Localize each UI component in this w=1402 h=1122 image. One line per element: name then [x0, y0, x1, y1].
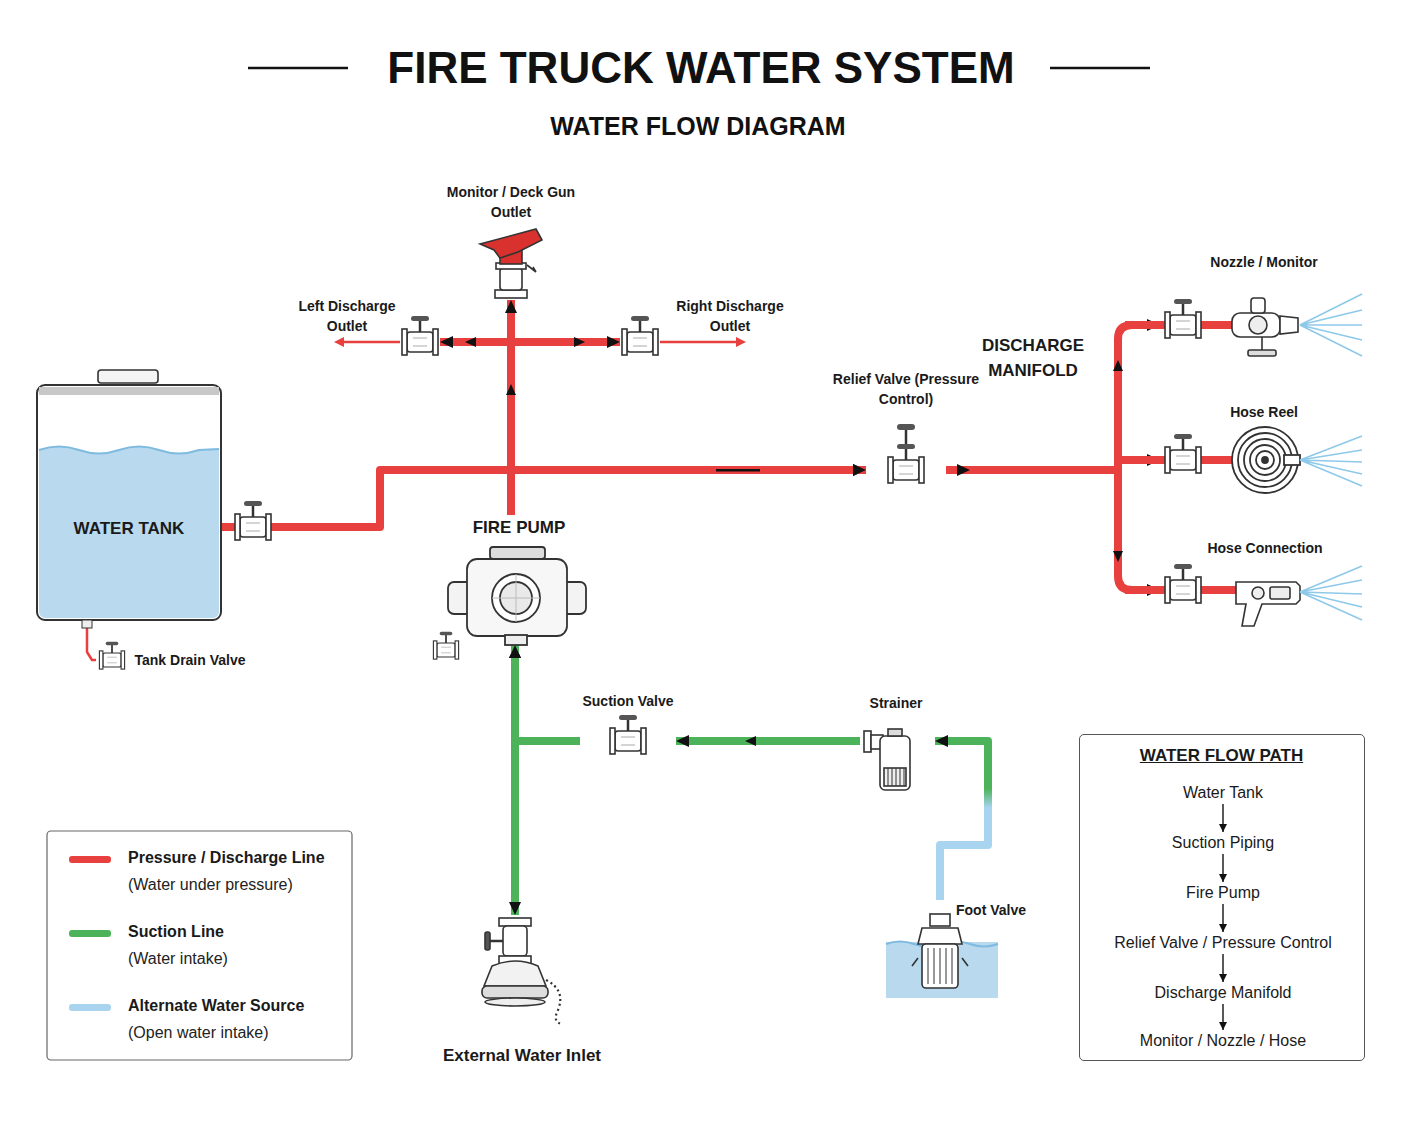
strainer-body	[864, 729, 910, 790]
flow-arrow	[1222, 1004, 1224, 1030]
pipe	[511, 645, 519, 915]
flow-arrow	[1222, 904, 1224, 932]
outlet-arrow	[334, 337, 746, 347]
page-title: FIRE TRUCK WATER SYSTEM	[0, 40, 1402, 96]
node-label: Monitor / Nozzle / Hose	[1140, 1030, 1306, 1052]
device-node: Hose Connection	[1160, 537, 1365, 632]
device-node: Nozzle / Monitor	[1160, 250, 1365, 365]
device-node: Hose Reel	[1160, 401, 1365, 496]
pipe	[935, 741, 988, 900]
pipe	[970, 325, 1240, 590]
node-label: Strainer	[870, 693, 923, 713]
foot-valve	[886, 914, 998, 998]
subtitle: WATER FLOW DIAGRAM	[550, 110, 845, 143]
inlet-node: External Water Inlet	[430, 915, 615, 1070]
legend-note: (Open water intake)	[128, 1023, 269, 1044]
pipe	[440, 342, 511, 515]
legend-frame	[47, 831, 352, 1060]
hose-reel	[1232, 427, 1300, 493]
legend-text: Suction Line	[128, 922, 224, 943]
strainer-node: Strainer	[860, 693, 935, 793]
spray	[1300, 294, 1362, 620]
flow-arrow	[465, 337, 1123, 746]
legend-swatch	[69, 1004, 111, 1011]
legend-note: (Water intake)	[128, 949, 228, 970]
node-label: Water Tank	[1183, 782, 1263, 804]
node-label: Relief Valve / Pressure Control	[1114, 932, 1332, 954]
node-label: Monitor / Deck Gun Outlet	[436, 182, 586, 223]
legend-text: Alternate Water Source	[128, 996, 304, 1017]
foot-valve-node: Foot Valve	[910, 900, 1040, 1000]
flow-step: Water Tank	[1088, 782, 1358, 804]
outlet-node: Monitor / Deck Gun Outlet	[436, 182, 586, 300]
pipe	[676, 737, 860, 745]
outlet-node: Right Discharge Outlet	[620, 296, 790, 362]
flow-step: Suction Piping	[1088, 832, 1358, 854]
deck-gun	[480, 229, 542, 298]
manifold-node: DISCHARGE MANIFOLD	[970, 318, 1125, 595]
node-label: Discharge Manifold	[1155, 982, 1292, 1004]
nozzle	[1232, 298, 1298, 356]
water-tank	[37, 370, 271, 628]
node-label: FIRE PUMP	[473, 516, 566, 541]
outlet-node: Left Discharge Outlet	[290, 296, 440, 362]
node-label: WATER FLOW PATH	[1140, 744, 1303, 769]
flow-arrow	[1222, 854, 1224, 882]
valve-node: Suction Valve	[580, 691, 676, 761]
node-label: External Water Inlet	[443, 1044, 601, 1069]
flow-step: Monitor / Nozzle / Hose	[1088, 1030, 1358, 1052]
node-label: Right Discharge Outlet	[670, 296, 790, 337]
node-label: Hose Reel	[1230, 402, 1298, 422]
node-label: Relief Valve (Pressure Control)	[831, 369, 981, 410]
title-rule	[248, 67, 348, 70]
node-label: Suction Valve	[582, 691, 673, 711]
pump-node: FIRE PUMP	[430, 515, 595, 645]
node-label: Suction Piping	[1172, 832, 1274, 854]
valve-node: Tank Drain Valve	[96, 648, 256, 672]
flow-step: Relief Valve / Pressure Control	[1088, 932, 1358, 954]
relief-valve	[888, 424, 924, 483]
legend-swatch	[69, 930, 111, 937]
legend-note: (Water under pressure)	[128, 875, 293, 896]
node-label: DISCHARGE MANIFOLD	[971, 334, 1096, 383]
legend-text: Pressure / Discharge Line	[128, 848, 325, 869]
flow-step: Discharge Manifold	[1088, 982, 1358, 1004]
node-label: Tank Drain Valve	[134, 650, 245, 670]
drain-valve	[99, 642, 124, 669]
pipe	[946, 466, 970, 474]
flow-path-box: WATER FLOW PATH Water TankSuction PipingF…	[1079, 734, 1365, 1061]
fire-pump	[448, 547, 586, 645]
flow-step: Fire Pump	[1088, 882, 1358, 904]
pipe	[511, 342, 620, 515]
tank-node: WATER TANK	[37, 385, 221, 620]
node-label: Fire Pump	[1186, 882, 1260, 904]
flow-arrow	[1222, 954, 1224, 982]
flow-arrow	[1222, 804, 1224, 832]
hose-gun	[1236, 582, 1300, 626]
node-label: WATER TANK	[74, 517, 185, 542]
node-label: Hose Connection	[1207, 538, 1322, 558]
pipe	[515, 645, 580, 741]
legend-swatch	[69, 856, 111, 863]
title-rule	[1050, 67, 1150, 70]
valve-node: Relief Valve (Pressure Control)	[866, 369, 946, 486]
inlet-fitting	[482, 918, 562, 1024]
pump-drain-valve	[433, 632, 458, 659]
node-label: Foot Valve	[956, 900, 1026, 920]
node-label: Left Discharge Outlet	[287, 296, 407, 337]
pipe	[511, 470, 866, 515]
node-label: Nozzle / Monitor	[1210, 252, 1317, 272]
